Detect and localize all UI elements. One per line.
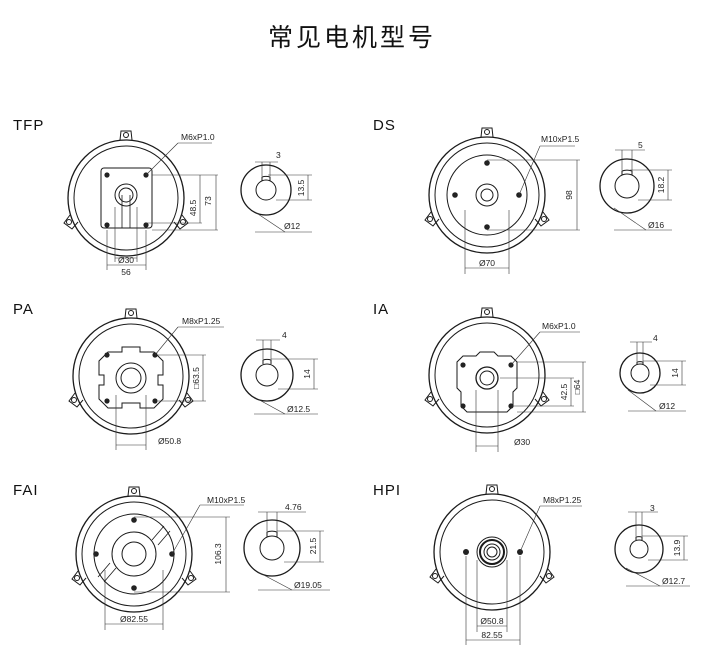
hpi-dim-50-8: Ø50.8 [480, 616, 503, 626]
ia-shaft-height: 14 [670, 368, 680, 378]
pa-dim-50-8: Ø50.8 [158, 436, 181, 446]
ds-dim-98: 98 [564, 190, 574, 200]
fai-bolt-spec: M10xP1.5 [207, 495, 246, 505]
motor-label-tfp: TFP [13, 117, 45, 134]
hpi-shaft-key: 3 [650, 503, 655, 513]
pa-flange-drawing [68, 308, 224, 450]
motor-label-ds: DS [373, 117, 396, 134]
ds-shaft-key: 5 [638, 140, 643, 150]
ia-dim-42-5: 42.5 [559, 383, 569, 400]
hpi-shaft-drawing [614, 511, 690, 587]
tfp-dim-48-5: 48.5 [188, 199, 198, 216]
pa-shaft-dia: Ø12.5 [287, 404, 310, 414]
ia-shaft-key: 4 [653, 333, 658, 343]
ia-dim-64: □64 [572, 379, 582, 394]
fai-shaft-key: 4.76 [285, 502, 302, 512]
motor-label-pa: PA [13, 301, 34, 318]
pa-dim-63-5: □63.5 [191, 367, 201, 389]
fai-dim-106-3: 106.3 [213, 543, 223, 565]
ds-bolt-spec: M10xP1.5 [541, 134, 580, 144]
fai-dim-82-55: Ø82.55 [120, 614, 148, 624]
hpi-shaft-dia: Ø12.7 [662, 576, 685, 586]
tfp-dim-56: 56 [121, 267, 131, 277]
hpi-flange-drawing [429, 484, 582, 645]
ds-flange-drawing [424, 127, 580, 274]
tfp-bolt-spec: M6xP1.0 [181, 132, 215, 142]
page-title: 常见电机型号 [267, 23, 436, 52]
motor-label-ia: IA [373, 301, 390, 318]
ds-shaft-drawing [599, 149, 672, 231]
pa-shaft-height: 14 [302, 369, 312, 379]
tfp-shaft-drawing [240, 161, 312, 233]
pa-shaft-key: 4 [282, 330, 287, 340]
ds-shaft-dia: Ø16 [648, 220, 664, 230]
ia-shaft-drawing [619, 341, 686, 412]
ds-dim-70: Ø70 [479, 258, 495, 268]
pa-bolt-spec: M8xP1.25 [182, 316, 221, 326]
tfp-shaft-height: 13.5 [296, 179, 306, 196]
ds-shaft-height: 18.2 [656, 176, 666, 193]
ia-shaft-dia: Ø12 [659, 401, 675, 411]
pa-shaft-drawing [240, 339, 318, 415]
tfp-shaft-key: 3 [276, 150, 281, 160]
fai-shaft-dia: Ø19.05 [294, 580, 322, 590]
ia-bolt-spec: M6xP1.0 [542, 321, 576, 331]
ia-dim-30: Ø30 [514, 437, 530, 447]
ia-flange-drawing [424, 307, 586, 452]
fai-shaft-drawing [243, 511, 330, 591]
tfp-dim-30: Ø30 [118, 255, 134, 265]
tfp-dim-73: 73 [203, 196, 213, 206]
motor-label-hpi: HPI [373, 482, 402, 499]
tfp-flange-drawing [63, 130, 218, 270]
fai-flange-drawing [71, 486, 244, 630]
tfp-shaft-dia: Ø12 [284, 221, 300, 231]
hpi-shaft-height: 13.9 [672, 539, 682, 556]
motor-label-fai: FAI [13, 482, 39, 499]
hpi-bolt-spec: M8xP1.25 [543, 495, 582, 505]
hpi-dim-82-55: 82.55 [481, 630, 503, 640]
fai-shaft-height: 21.5 [308, 537, 318, 554]
